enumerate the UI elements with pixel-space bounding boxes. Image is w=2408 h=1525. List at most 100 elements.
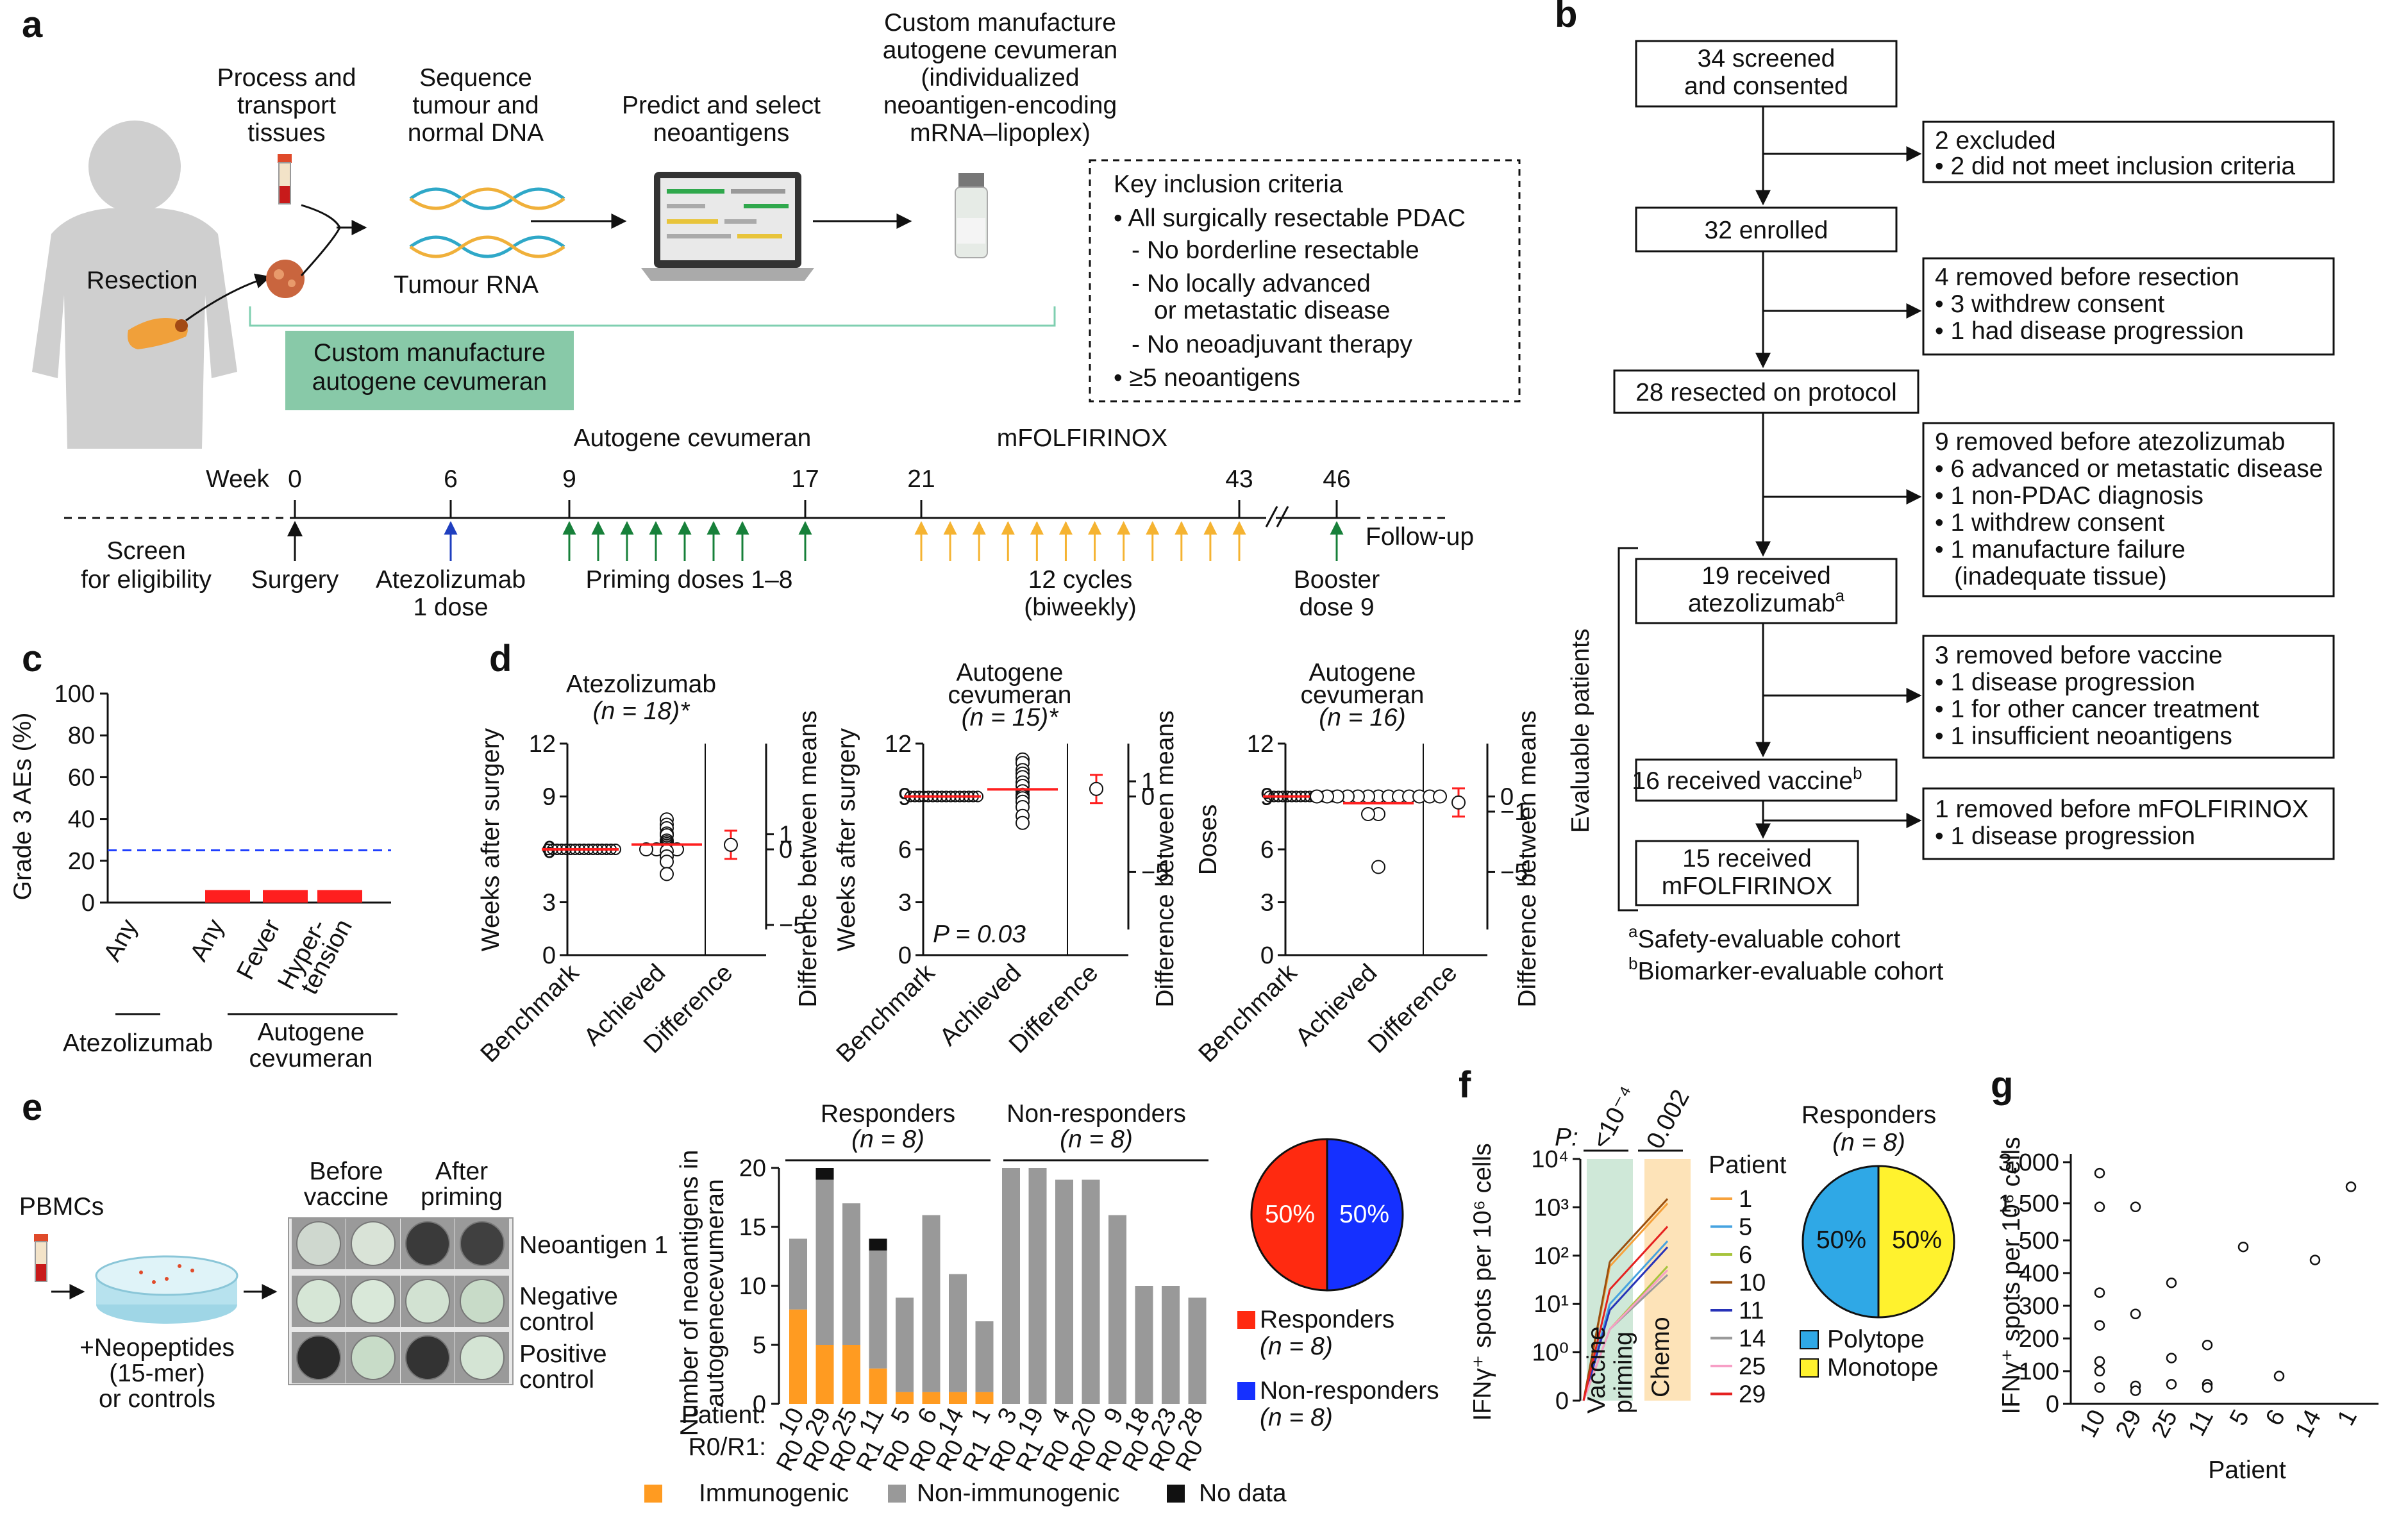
d2-ytick-label: 12 [885,731,912,758]
week-6: 6 [444,465,458,493]
e-patient-label: 11 [854,1404,890,1439]
patient-row-label: Patient: [681,1401,766,1429]
pie-f-legend-poly: Polytope [1827,1326,1925,1353]
e-bar-non-immunogenic [1108,1215,1126,1404]
f-line-10 [1609,1198,1669,1263]
excluded-line: • 2 did not meet inclusion criteria [1935,153,2295,180]
e-bar-non-immunogenic [1082,1179,1100,1404]
pie-f-title-2: (n = 8) [1832,1129,1905,1156]
e-bar-immunogenic [815,1345,834,1404]
e-patient-label: 19 [1013,1404,1049,1440]
e-bar-non-immunogenic [1162,1286,1180,1404]
f-line-1 [1609,1203,1669,1267]
e-bar-non-immunogenic [789,1238,807,1310]
c-cat-any-atezo: Any [98,915,143,966]
row-negative-2: control [519,1308,594,1336]
g-point [2166,1278,2177,1288]
row-positive-1: Positive [519,1340,607,1368]
c-group-autogene-2: cevumeran [249,1045,373,1072]
week-21: 21 [907,465,935,493]
f-legend-label-10: 10 [1739,1270,1766,1297]
g-xtick-label: 10 [2075,1406,2111,1442]
g-point [2309,1254,2321,1265]
elispot-well [351,1221,396,1266]
f-xcat-vaccine-1: Vaccine [1583,1326,1610,1413]
svg-text:(individualized: (individualized [921,64,1079,92]
d3-ytick-label: 6 [1260,837,1274,863]
g-point [2094,1201,2105,1213]
g-point [2273,1371,2285,1381]
g-xtick-label: 1 [2332,1406,2362,1430]
c-bar [205,890,250,903]
e-patient-label: 20 [1066,1404,1103,1440]
blood-tube-icon [278,154,292,204]
elispot-well [351,1335,396,1380]
g-point [2202,1339,2213,1351]
panel-label-e: e [22,1087,42,1128]
d1-ylabel: Weeks after surgery [477,728,505,951]
f-line-29 [1609,1226,1669,1290]
e-r-status-label: R0 [1171,1436,1209,1476]
g-point [2130,1385,2141,1396]
f-legend-label-11: 11 [1739,1297,1764,1324]
f-xcat-vaccine-2: priming [1610,1331,1637,1413]
g-point [2166,1379,2177,1390]
g-ytick-label: 0 [2046,1391,2059,1418]
svg-text:tumour and: tumour and [412,92,539,119]
f-line-29 [1582,1289,1611,1401]
chemo-arrows [914,521,1246,561]
d2-y2tick-label: 0 [1141,784,1155,811]
priming-label: Priming doses 1–8 [585,566,792,594]
e-patient-label: 1 [966,1404,996,1428]
d3-y2tick-label: −1 [1500,799,1528,826]
atezolizumab-dose-label-1: Atezolizumab [376,566,526,594]
screened-label-1: 34 screened [1698,45,1835,72]
criteria-line-3: - No locally advanced [1132,270,1371,297]
custom-manufacture-box [285,331,574,410]
e-bar-non-immunogenic [922,1215,941,1392]
criteria-line-4: or metastatic disease [1154,297,1391,324]
manufacture-label: Custom manufacture autogene cevumeran (i… [883,9,1117,147]
mfolfirinox-label: mFOLFIRINOX [997,424,1168,452]
e-patient-label: 5 [886,1404,916,1428]
pie-f-legend-mono: Monotope [1827,1354,1938,1381]
d1-achieved-point [639,842,653,856]
d3-achieved-point [1310,789,1324,804]
svg-text:autogene cevumeran: autogene cevumeran [883,37,1117,64]
week-ticks [294,500,1338,518]
tissue-icon [266,260,305,298]
c-ytick-label: 20 [68,848,95,875]
e-bar-immunogenic [789,1309,807,1404]
d2-y2label: Difference between means [1151,710,1179,1007]
e-bar-non-immunogenic [1055,1179,1073,1404]
e-bar-non-immunogenic [1135,1286,1153,1404]
e-ytick-label: 5 [753,1332,766,1359]
atezolizumab-dose-label-2: 1 dose [413,594,488,621]
e-ytick-label: 10 [739,1273,766,1300]
elispot-well [296,1335,341,1380]
pie-e-slice-responders [1250,1138,1328,1292]
svg-text:neoantigens: neoantigens [653,119,790,147]
e-ylabel-2: autogenecevumeran [701,1179,729,1407]
d1-ytick-label: 12 [529,731,556,758]
d1-y2tick-label: 1 [779,821,792,848]
custom-manufacture-text-1: Custom manufacture [314,339,546,367]
removed-mfolfirinox-line: • 1 disease progression [1935,822,2195,850]
pie-e-legend-nonresp-2: (n = 8) [1260,1404,1333,1431]
elispot-well [296,1279,341,1324]
chart-e: 0510152010R029R025R011R15R06R014R01R13R0… [739,1155,1209,1476]
f-ytick-label: 10² [1534,1243,1569,1270]
vial-icon [955,173,988,258]
d3-ytick-label: 0 [1260,942,1274,969]
d3-title-1: Autogene [1309,659,1416,687]
g-point [2166,1353,2177,1363]
removed-atezo-line-2: • 1 non-PDAC diagnosis [1935,482,2203,510]
criteria-line-2: - No borderline resectable [1132,237,1419,264]
e-ylabel-1: Number of neoantigens in [676,1150,703,1437]
timeline [64,506,1449,528]
f-p2: 0.002 [1641,1085,1695,1153]
d1-title-2: (n = 18)* [593,697,690,725]
svg-text:mRNA–lipoplex): mRNA–lipoplex) [910,119,1091,147]
excluded-title: 2 excluded [1935,127,2056,154]
